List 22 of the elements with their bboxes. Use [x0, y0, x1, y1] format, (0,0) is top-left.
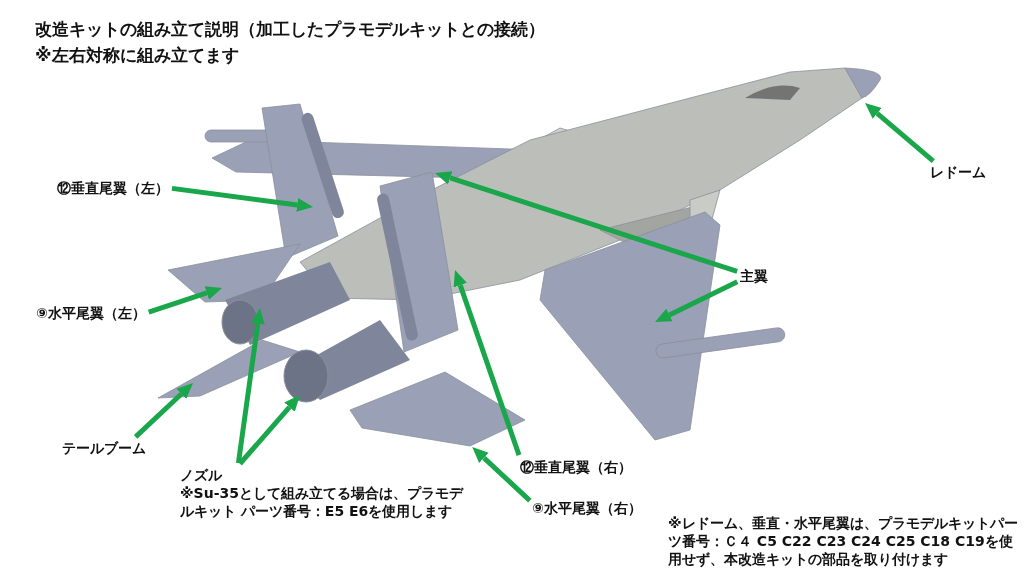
leader-line: [472, 447, 532, 503]
leader-line: [133, 383, 193, 439]
leader-line: [171, 185, 313, 212]
part-label: ⑫垂直尾翼（左）: [57, 179, 169, 197]
subtitle: ※左右対称に組み立てます: [35, 46, 239, 64]
note-text: ※レドーム、垂直・水平尾翼は、プラモデルキットパーツ番号：Ｃ４ C5 C22 C23 C24 C25 C18 C19を使用せず、本改造キットの部品を取り付けます: [668, 514, 1018, 568]
leader-line: [238, 395, 300, 466]
part-label: 主翼: [740, 267, 768, 285]
part-label: ノズル: [180, 466, 223, 484]
leader-line: [655, 279, 739, 322]
note-text: ※Su-35として組み立てる場合は、プラモデルキット パーツ番号：E5 E6を使用します: [180, 484, 465, 520]
part-label: レドーム: [930, 163, 986, 181]
leader-line: [235, 308, 265, 464]
part-label: ⑫垂直尾翼（右）: [520, 458, 632, 476]
leader-line: [147, 286, 222, 315]
part-label: テールブーム: [62, 439, 146, 457]
part-label: ⑨水平尾翼（左）: [36, 304, 146, 322]
leader-line: [865, 103, 935, 163]
part-label: ⑨水平尾翼（右）: [532, 499, 642, 517]
title: 改造キットの組み立て説明（加工したプラモデルキットとの接続）: [35, 20, 545, 38]
leader-line: [453, 270, 522, 456]
leader-line: [435, 171, 738, 274]
